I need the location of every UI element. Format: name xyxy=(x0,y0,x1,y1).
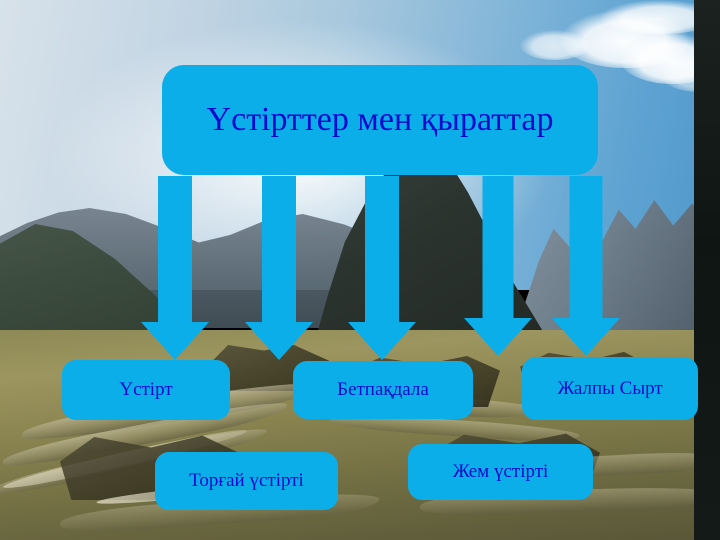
diagram-root-title-box: Үстірттер мен қыраттар xyxy=(162,65,598,175)
arrow-shaft xyxy=(158,176,192,322)
right-edge-shadow xyxy=(694,0,720,540)
node-label: Торғай үстірті xyxy=(189,470,304,492)
node-label: Үстірт xyxy=(119,379,173,401)
cloud-shape xyxy=(520,30,590,60)
page-title: Үстірттер мен қыраттар xyxy=(206,101,554,139)
connector-arrow-4 xyxy=(464,176,532,356)
arrow-shaft xyxy=(569,176,603,318)
node-label: Жем үстірті xyxy=(452,461,549,483)
arrow-head xyxy=(245,322,313,360)
connector-arrow-1 xyxy=(141,176,209,360)
node-box-ustirt: Үстірт xyxy=(62,360,230,420)
arrow-head xyxy=(552,318,620,356)
node-box-zhem-ustirti: Жем үстірті xyxy=(408,444,593,500)
arrow-head xyxy=(141,322,209,360)
node-box-torgai-ustirti: Торғай үстірті xyxy=(155,452,338,510)
arrow-head xyxy=(348,322,416,360)
node-label: Жалпы Сырт xyxy=(557,377,663,399)
arrow-shaft xyxy=(482,176,514,318)
node-box-zhalpy-syrt: Жалпы Сырт xyxy=(522,357,698,420)
connector-arrow-3 xyxy=(348,176,416,360)
connector-arrow-5 xyxy=(552,176,620,356)
node-label: Бетпақдала xyxy=(337,379,429,401)
arrow-shaft xyxy=(365,176,399,322)
arrow-shaft xyxy=(262,176,296,322)
node-box-betpakdala: Бетпақдала xyxy=(293,361,473,419)
connector-arrow-2 xyxy=(245,176,313,360)
arrow-head xyxy=(464,318,532,356)
